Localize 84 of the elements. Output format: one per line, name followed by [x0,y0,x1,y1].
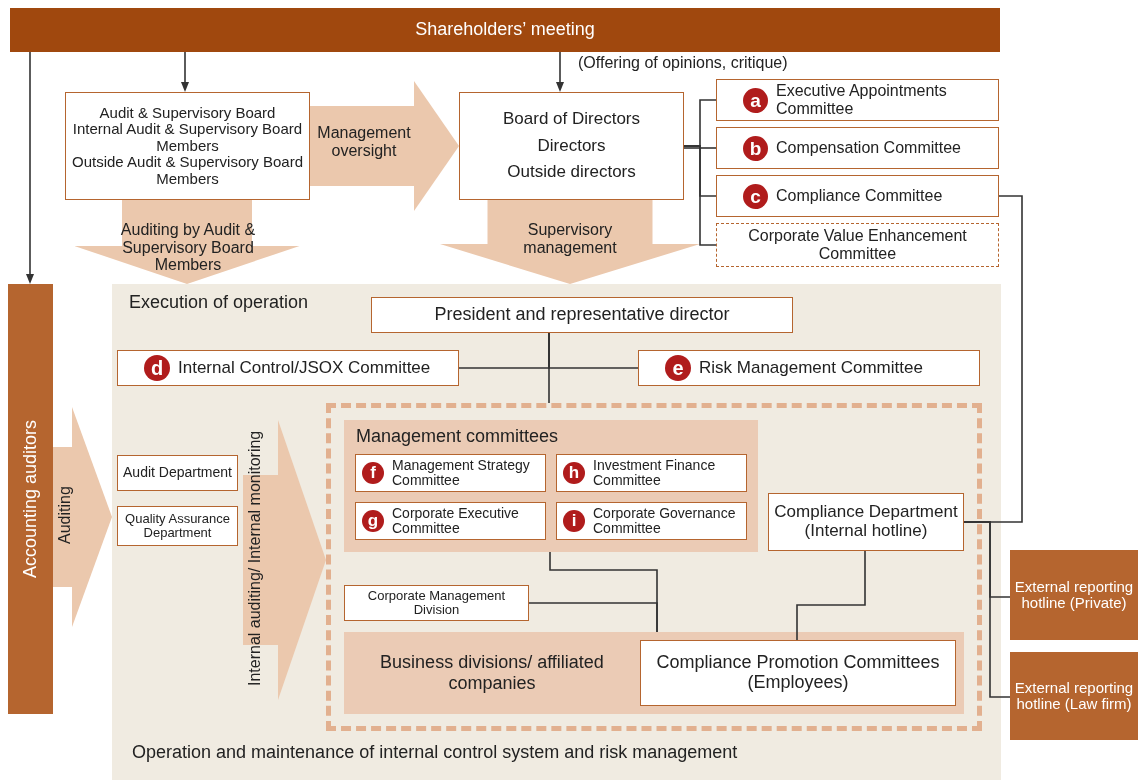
hotline-box [1010,550,1138,640]
committee-box [716,175,999,217]
box-label: Compliance Department (Internal hotline) [773,503,959,541]
auditor-bar [8,284,53,714]
connector-line [683,147,717,149]
box-label: External reporting hotline (Law firm) [1013,679,1135,713]
member-label: Directors [537,136,606,156]
letter-badge: c [743,183,768,209]
committee-box [556,454,747,492]
board-title: Audit & Supervisory Board [99,104,276,122]
connector-line [796,550,866,641]
member-label: Outside Audit & Supervisory Board Members [71,154,304,188]
director-box [371,297,793,333]
section-heading: Execution of operation [129,292,309,313]
committee-name: Management Strategy Committee [392,457,531,489]
letter-badge: a [743,87,768,113]
committee-box [716,79,999,121]
letter-badge: h [563,462,585,484]
department-box [768,493,964,551]
box-label: Corporate Management Division [366,588,507,618]
box-label: Quality Assurance Department [124,511,231,541]
broad-arrow [243,420,326,700]
committee-box [556,502,747,540]
letter-badge: e [665,355,691,381]
edge-label: Management oversight [316,124,412,160]
committee-name: Compliance Committee [776,187,943,205]
broad-arrow [310,81,459,211]
edge-label: Supervisory management [522,221,618,257]
board-title: Board of Directors [503,109,640,129]
committee-name: Corporate Executive Committee [392,505,520,537]
division-box [344,585,529,621]
letter-badge: d [144,355,170,381]
committee-name: Executive Appointments Committee [776,82,948,118]
committee-name: Risk Management Committee [699,358,923,378]
committee-box [716,127,999,169]
hotline-box [1010,652,1138,740]
edge-label: Auditing [55,485,74,546]
committee-group-panel [344,420,758,552]
committee-box [355,454,546,492]
box-label: Audit Department [123,465,232,481]
committee-box [355,502,546,540]
committee-name: Corporate Governance Committee [593,505,737,537]
dashed-frame [326,403,982,731]
arrow [181,51,189,92]
letter-badge: b [743,135,768,161]
edge-label: (Offering of opinions, critique) [578,54,788,72]
arrow [556,51,564,92]
auditor-label: Accounting auditors [20,419,41,579]
meeting-banner [10,8,1000,52]
board-box [459,92,684,200]
committee-box [638,350,980,386]
connector-line [548,332,550,404]
box-label: External reporting hotline (Private) [1013,578,1135,612]
committee-name: Internal Control/JSOX Committee [178,358,431,378]
committee-name: Investment Finance Committee [593,457,717,489]
connector-line [683,145,717,246]
department-box [117,506,238,546]
group-heading: Management committees [356,426,559,447]
member-label: Internal Audit & Supervisory Board Members [71,121,304,155]
execution-panel [112,284,1001,780]
committee-box [716,223,999,267]
box-label: Corporate Value Enhancement Committee [747,227,968,263]
arrow [26,51,34,284]
box-label: Compliance Promotion Committees (Employees) [655,653,941,693]
letter-badge: i [563,510,585,532]
broad-arrow [74,200,300,284]
connector-line [963,521,1011,698]
section-footer: Operation and maintenance of internal control system and risk management [132,742,738,763]
committee-box [640,640,956,706]
board-box [65,92,310,200]
edge-label: Auditing by Audit & Supervisory Board Members [119,221,257,274]
member-label: Outside directors [507,163,636,183]
connector-line [528,602,658,633]
department-box [117,455,238,491]
broad-arrow [53,407,112,627]
letter-badge: f [362,462,384,484]
committee-box [117,350,459,386]
letter-badge: g [362,510,384,532]
box-label: President and representative director [434,305,730,325]
edge-label: Internal auditing/ Internal monitoring [245,429,264,688]
business-band [344,632,964,714]
committee-name: Compensation Committee [776,139,961,157]
box-label: Shareholders’ meeting [415,20,595,40]
box-label: Business divisions/ affiliated companies [379,651,605,695]
